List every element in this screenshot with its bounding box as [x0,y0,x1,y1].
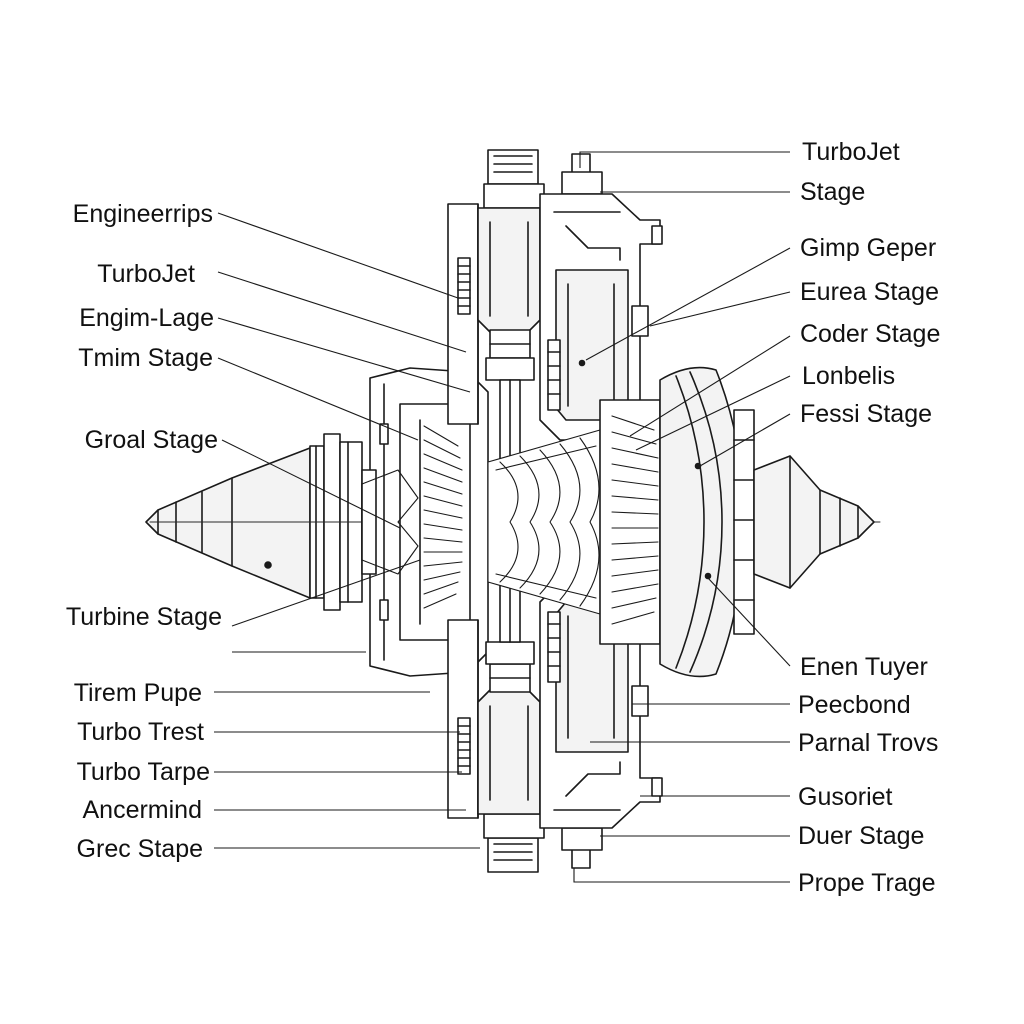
label-right-7: Fessi Stage [800,400,932,428]
label-left-4: Tmim Stage [78,344,213,372]
label-right-2: Stage [800,178,865,206]
label-right-9: Peecbond [798,691,911,719]
label-left-3: Engim-Lage [79,304,214,332]
label-right-5: Coder Stage [800,320,940,348]
label-left-8: Turbo Trest [77,718,204,746]
right-fan-disk [599,366,755,678]
leader-lines [214,151,791,883]
right-labels: TurboJet Stage Gimp Geper Eurea Stage Co… [798,138,940,897]
left-compressor-blades [361,425,463,609]
label-right-12: Duer Stage [798,822,924,850]
label-left-11: Grec Stape [77,835,203,863]
label-left-1: Engineerrips [73,200,213,228]
right-exhaust-cone [753,455,875,589]
left-labels: Engineerrips TurboJet Engim-Lage Tmim St… [66,200,222,863]
label-right-4: Eurea Stage [800,278,939,306]
label-right-11: Gusoriet [798,783,893,811]
label-right-1: TurboJet [802,138,900,166]
label-left-5: Groal Stage [85,426,218,454]
center-turbine-blades [487,429,601,615]
label-left-2: TurboJet [97,260,195,288]
label-right-13: Prope Trage [798,869,936,897]
label-right-6: Lonbelis [802,362,895,390]
engine-drawing [145,149,881,873]
upper-right-housing [539,153,663,441]
right-fan-blades [611,415,659,625]
label-left-9: Turbo Tarpe [77,758,210,786]
label-right-10: Parnal Trovs [798,729,938,757]
label-left-6: Turbine Stage [66,603,222,631]
label-left-10: Ancermind [83,796,203,824]
label-right-8: Enen Tuyer [800,653,928,681]
label-left-7: Tirem Pupe [74,679,202,707]
label-right-3: Gimp Geper [800,234,936,262]
